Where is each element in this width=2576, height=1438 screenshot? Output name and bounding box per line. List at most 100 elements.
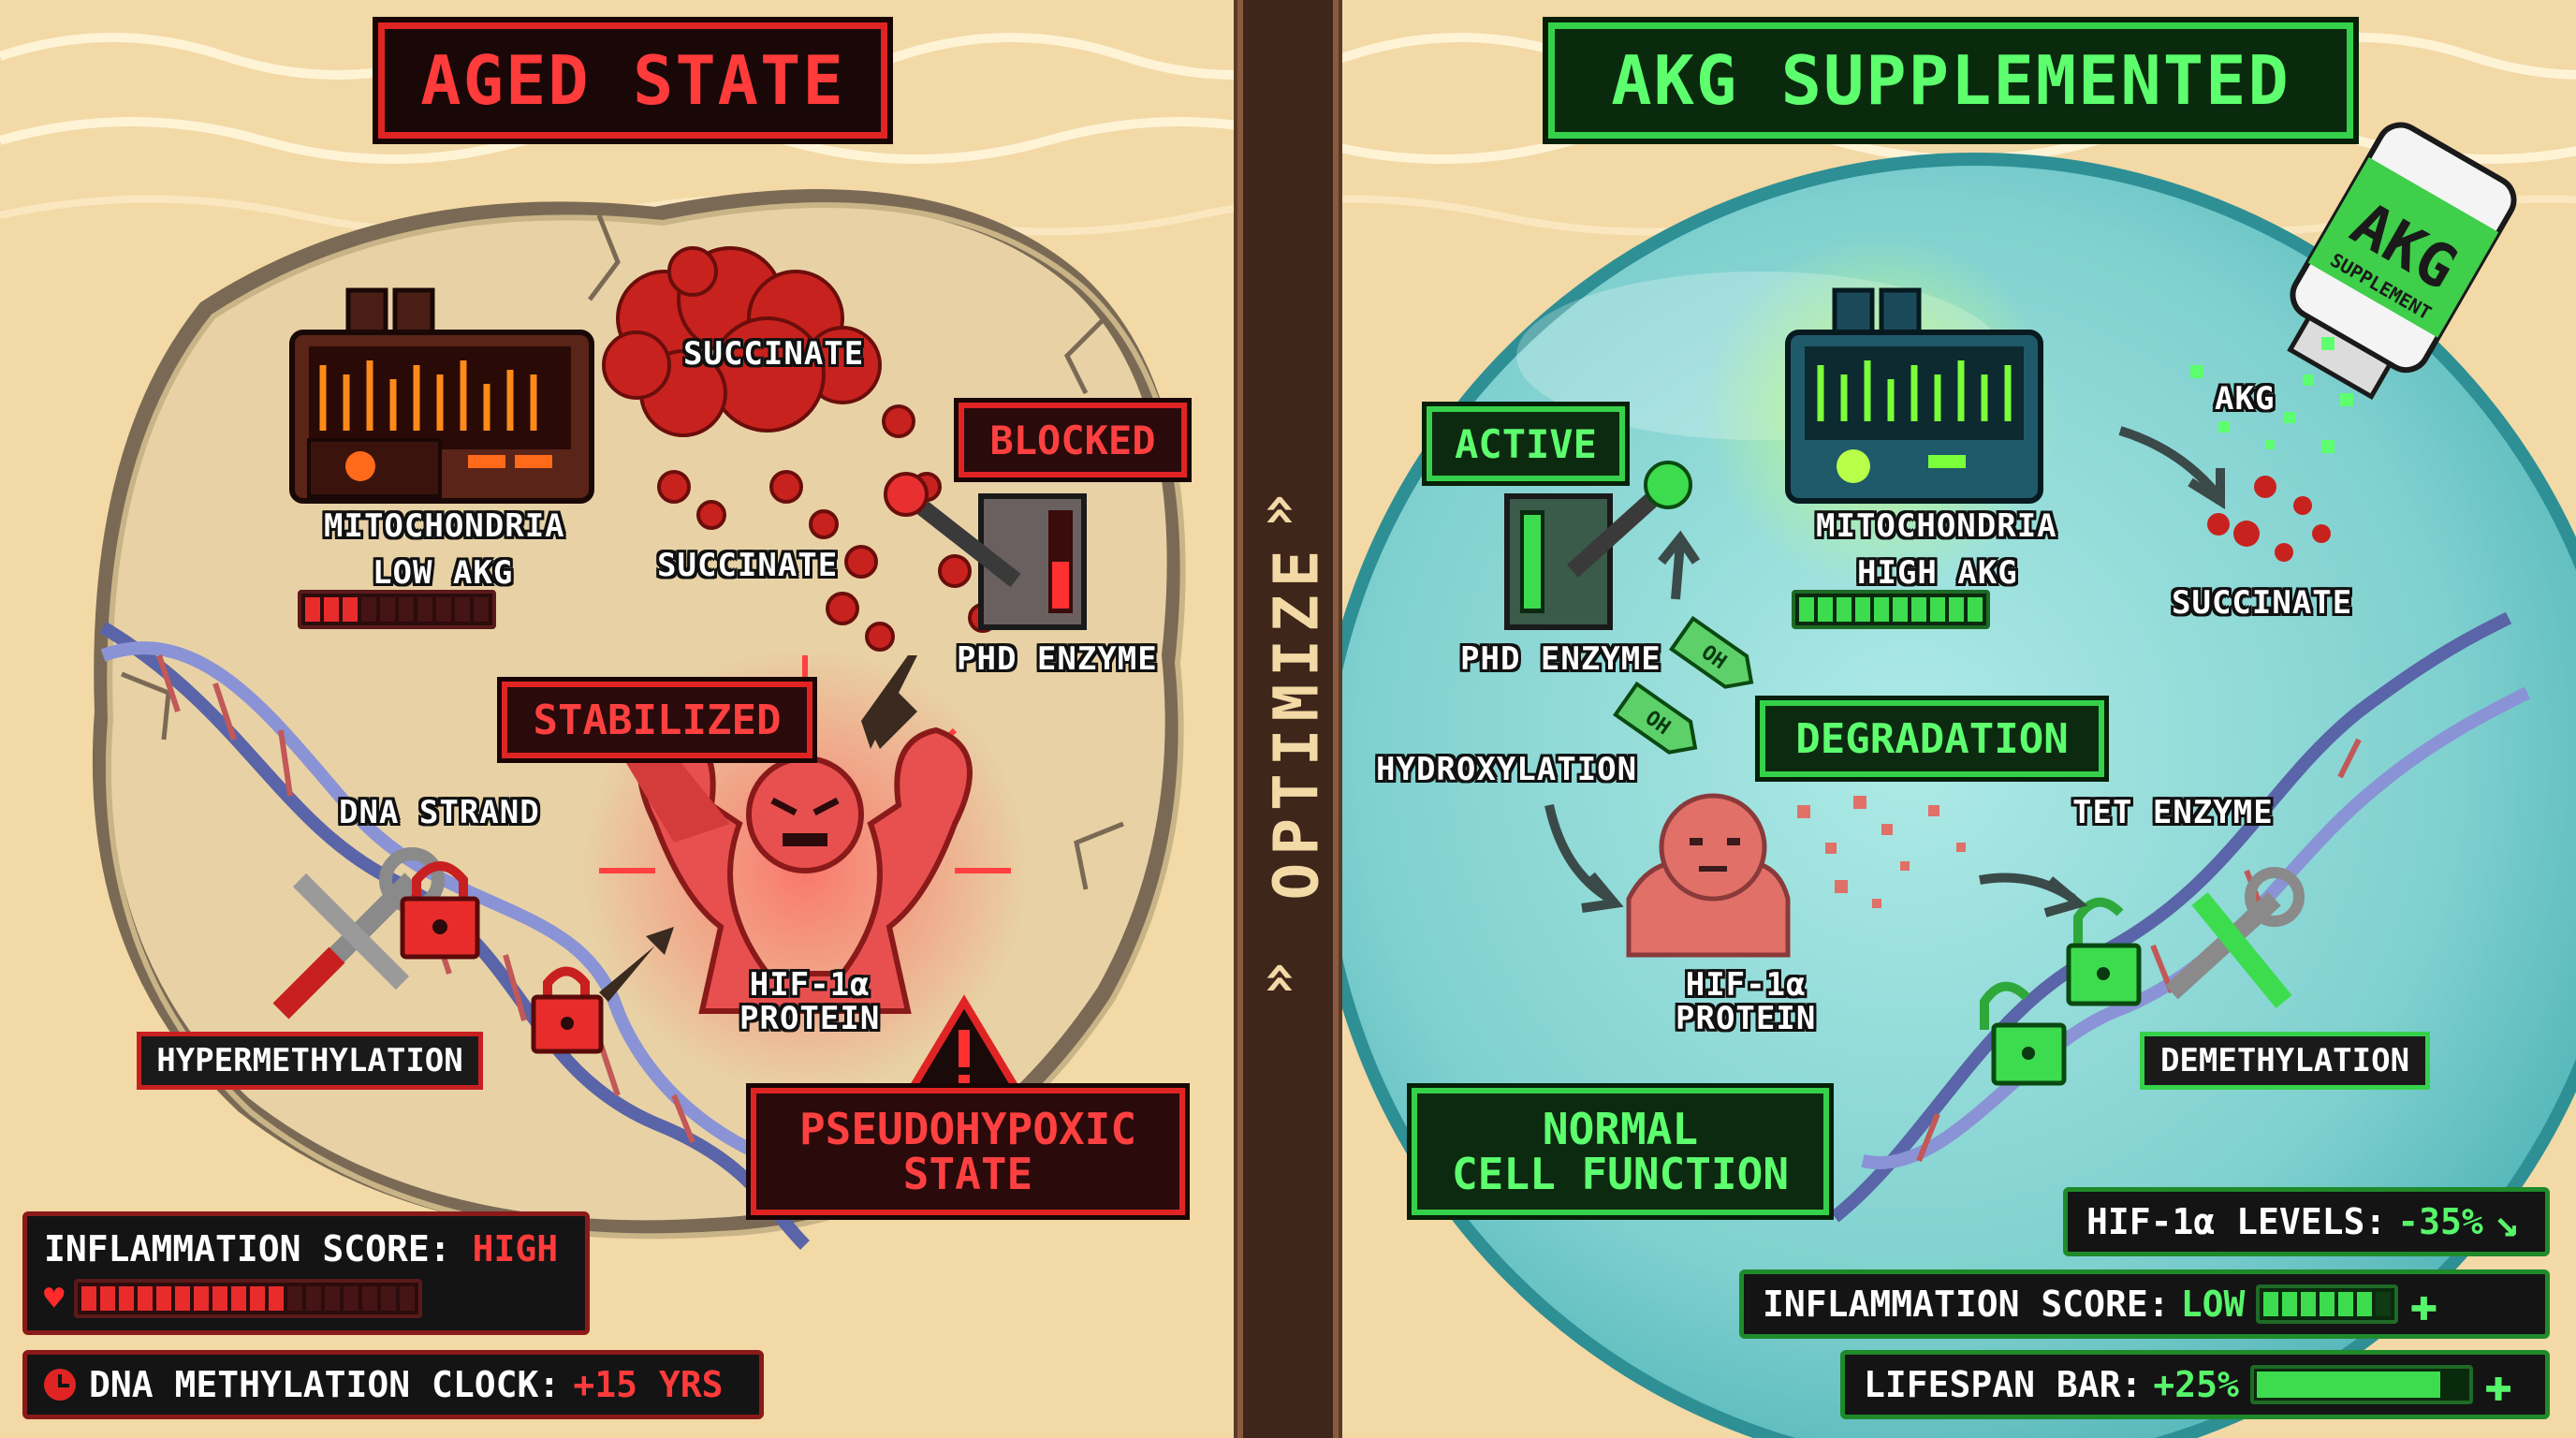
meter-segment [2320,1292,2335,1316]
lock-icon [400,861,480,960]
succinate-particles [2207,476,2331,562]
meter-segment [343,1286,359,1311]
demethylation-badge: DEMETHYLATION [2140,1032,2430,1090]
meter-segment [305,597,320,622]
akg-label: AKG [2215,380,2276,418]
lifespan-label: LIFESPAN BAR: [1864,1364,2143,1405]
clock-label: DNA METHYLATION CLOCK: [89,1364,561,1405]
optimize-arrows-bottom: » [1244,961,1310,996]
lifespan-value: +25% [2153,1364,2239,1405]
meter-segment [1968,597,1983,622]
hif-protein-aged [580,646,1030,1095]
meter-segment [380,1286,396,1311]
meter-segment [1818,597,1833,622]
succinate-label-2: SUCCINATE [657,547,839,584]
succinate-cloud [602,246,998,652]
hif-levels-label: HIF-1α LEVELS: [2086,1201,2387,1242]
oh-tag-1: OH [1668,615,1754,689]
mitochondria-aged [289,287,594,504]
akg-supplemented-title: AKG SUPPLEMENTED [1548,22,2353,139]
plus-icon: ✚ [2409,1277,2438,1331]
hif-protein-label-healthy: HIF-1α PROTEIN [1676,966,1817,1037]
low-akg-label: LOW AKG [373,554,514,592]
blocked-badge: BLOCKED [959,403,1187,477]
lock-icon [531,966,604,1054]
phd-switch-active [1504,461,1692,630]
meter-segment [268,1286,284,1311]
meter-segment [1874,597,1889,622]
meter-segment [1799,597,1814,622]
meter-segment [2357,1292,2373,1316]
meter-segment [2376,1292,2392,1316]
oh-tag-2: OH [1612,681,1698,755]
meter-segment [474,597,489,622]
hif-protein-degrading [1626,793,1966,958]
meter-segment [2338,1292,2354,1316]
aged-state-title: AGED STATE [378,22,887,139]
hydroxylation-label: HYDROXYLATION [1376,751,1638,788]
meter-segment [137,1286,153,1311]
meter-segment [118,1286,134,1311]
degradation-badge: DEGRADATION [1760,700,2104,777]
lifespan-bar [2249,1365,2473,1404]
heart-icon: ♥ [44,1279,65,1318]
arrows-aged [599,655,917,1002]
meter-segment [193,1286,209,1311]
low-akg-meter [298,590,496,629]
meter-segment [399,1286,415,1311]
tet-enzyme-label: TET ENZYME [2072,794,2274,831]
inflammation-panel-aged: INFLAMMATION SCORE: HIGH ♥ [22,1211,590,1335]
supplement-bottle: AKG SUPPLEMENT [2287,122,2517,400]
meter-segment [417,597,432,622]
normal-cell-function-badge: NORMAL CELL FUNCTION [1412,1088,1829,1215]
high-akg-label: HIGH AKG [1857,554,2018,592]
meter-segment [324,597,339,622]
trend-down-icon: ↘ [2494,1197,2520,1246]
meter-segment [230,1286,246,1311]
akg-particles [2190,337,2353,453]
meter-segment [2301,1292,2317,1316]
meter-segment [305,1286,321,1311]
clock-value: +15 YRS [573,1364,724,1405]
mitochondria-label: MITOCHONDRIA [324,507,565,545]
succinate-label: SUCCINATE [683,335,865,373]
inflammation-meter-row: ♥ [44,1279,422,1318]
meter-segment [212,1286,227,1311]
hif-levels-value: -35% [2397,1201,2483,1242]
methylation-clock-panel: DNA METHYLATION CLOCK: +15 YRS [22,1350,764,1419]
meter-segment [1855,597,1870,622]
arrows-healthy [1544,426,2225,917]
meter-segment [343,597,358,622]
dna-left [99,621,816,1250]
inflammation-text: INFLAMMATION SCORE: HIGH [44,1228,559,1269]
lifespan-panel: LIFESPAN BAR: +25% ✚ [1840,1350,2550,1419]
inflammation-value-healthy: LOW [2180,1284,2246,1325]
meter-segment [455,597,470,622]
inflammation-meter-healthy [2256,1284,2399,1324]
hif-levels-panel: HIF-1α LEVELS: -35% ↘ [2063,1187,2550,1256]
inflammation-panel-healthy: INFLAMMATION SCORE: LOW ✚ [1739,1269,2550,1339]
meter-segment [249,1286,265,1311]
inflammation-meter [73,1279,422,1318]
meter-segment [324,1286,340,1311]
meter-segment [99,1286,115,1311]
optimize-arrows-top: » [1244,492,1310,528]
meter-segment [174,1286,190,1311]
meter-segment [2282,1292,2298,1316]
hypermethylation-badge: HYPERMETHYLATION [137,1032,483,1090]
pseudohypoxic-warning: PSEUDOHYPOXIC STATE [751,1088,1185,1215]
meter-segment [2263,1292,2279,1316]
wrench-active [2165,867,2305,1008]
meter-segment [1837,597,1852,622]
meter-segment [286,1286,302,1311]
unlocked-lock-icon [1980,981,2067,1086]
meter-segment [361,597,376,622]
meter-segment [399,597,414,622]
meter-segment [1949,597,1964,622]
meter-segment [361,1286,377,1311]
plus-icon: ✚ [2483,1357,2513,1412]
dna-strand-label: DNA STRAND [339,794,540,831]
meter-segment [1893,597,1908,622]
meter-segment [155,1286,171,1311]
